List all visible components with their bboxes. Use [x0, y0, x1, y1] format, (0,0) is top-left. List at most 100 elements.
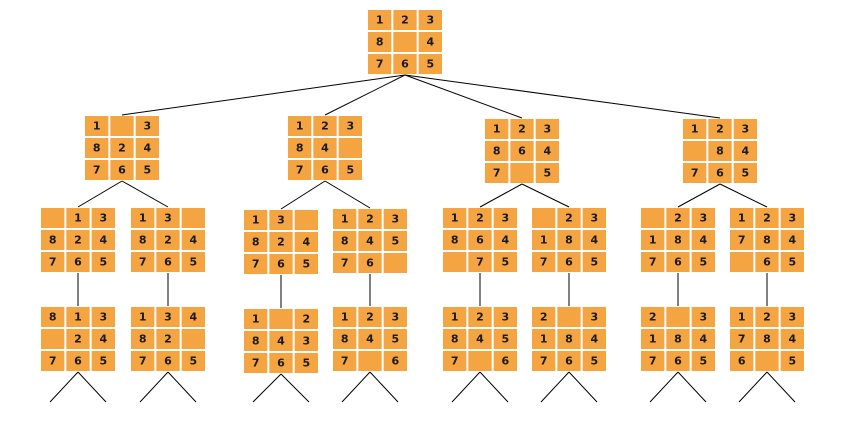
- tile-number: 2: [565, 212, 573, 225]
- tile-number: 5: [427, 58, 435, 71]
- tile: [733, 119, 757, 139]
- tile-number: 6: [502, 355, 510, 368]
- tile: [66, 307, 90, 327]
- tile: [485, 141, 509, 161]
- tile: [535, 163, 559, 183]
- tree-edge-open: [451, 371, 481, 403]
- tile: [691, 252, 715, 272]
- tile-number: 4: [190, 311, 198, 324]
- tile: [244, 232, 268, 252]
- tile-number: 5: [392, 235, 400, 248]
- tile-number: 6: [366, 257, 374, 270]
- tile: [557, 329, 581, 349]
- tile-number: 3: [789, 311, 797, 324]
- tile: [485, 163, 509, 183]
- tile: [468, 252, 492, 272]
- tile: [708, 141, 732, 161]
- tile: [383, 253, 407, 273]
- tile-number: 3: [742, 123, 750, 136]
- tile: [313, 116, 337, 136]
- tile: [269, 232, 293, 252]
- tile-number: 6: [118, 164, 126, 177]
- tile: [269, 210, 293, 230]
- tile: [269, 254, 293, 274]
- tile-number: 4: [742, 145, 750, 158]
- tile-number: 1: [74, 212, 82, 225]
- tile-number: 8: [763, 333, 771, 346]
- tile-number: 6: [674, 256, 682, 269]
- tile: [338, 116, 362, 136]
- tile: [641, 351, 665, 371]
- tile: [294, 309, 318, 329]
- tile-number: 8: [493, 145, 501, 158]
- tile: [691, 230, 715, 250]
- tile-number: 4: [789, 333, 797, 346]
- tile: [66, 230, 90, 250]
- tile: [368, 54, 392, 74]
- tile-number: 5: [789, 256, 797, 269]
- tile: [532, 351, 556, 371]
- tile: [288, 116, 312, 136]
- tile: [493, 351, 517, 371]
- tile-number: 4: [591, 234, 599, 247]
- tile: [582, 329, 606, 349]
- tile: [110, 160, 134, 180]
- tile-number: 7: [296, 164, 304, 177]
- tile: [156, 230, 180, 250]
- tile: [383, 209, 407, 229]
- tile-number: 3: [700, 311, 708, 324]
- tile: [41, 252, 65, 272]
- tree-edge-open: [738, 371, 768, 403]
- tile-number: 3: [144, 120, 152, 133]
- tile-number: 4: [190, 234, 198, 247]
- tile-number: 5: [303, 258, 311, 271]
- tile: [418, 10, 442, 30]
- tile: [780, 351, 804, 371]
- tile: [510, 141, 534, 161]
- tile: [730, 252, 754, 272]
- tile-number: 1: [649, 333, 657, 346]
- tile: [333, 329, 357, 349]
- tile-number: 3: [303, 335, 311, 348]
- tile-number: 6: [74, 256, 82, 269]
- tree-edges: [49, 74, 796, 403]
- tile-number: 6: [164, 256, 172, 269]
- tile: [269, 331, 293, 351]
- tile-number: 2: [476, 212, 484, 225]
- tile: [393, 10, 417, 30]
- tile-number: 6: [321, 164, 329, 177]
- tile-number: 2: [74, 234, 82, 247]
- tile-number: 6: [674, 355, 682, 368]
- tile: [443, 252, 467, 272]
- tile-number: 7: [93, 164, 101, 177]
- tile: [443, 208, 467, 228]
- tile-number: 3: [591, 311, 599, 324]
- tree-edge: [479, 183, 523, 208]
- tile: [135, 160, 159, 180]
- tile-number: 8: [93, 142, 101, 155]
- tile-number: 8: [376, 36, 384, 49]
- tile-number: 4: [366, 333, 374, 346]
- tree-edge: [521, 183, 570, 208]
- tile-number: 8: [565, 234, 573, 247]
- tile-number: 4: [277, 335, 285, 348]
- tile-number: 3: [100, 212, 108, 225]
- tile: [691, 307, 715, 327]
- tile: [269, 353, 293, 373]
- tile-number: 1: [296, 120, 304, 133]
- tile-number: 1: [540, 234, 548, 247]
- tree-edge: [404, 74, 523, 119]
- tile-number: 8: [451, 234, 459, 247]
- tree-edge-open: [649, 371, 679, 403]
- tile-number: 6: [277, 357, 285, 370]
- tile: [333, 209, 357, 229]
- tile: [532, 307, 556, 327]
- tile-number: 1: [93, 120, 101, 133]
- tile-number: 3: [700, 212, 708, 225]
